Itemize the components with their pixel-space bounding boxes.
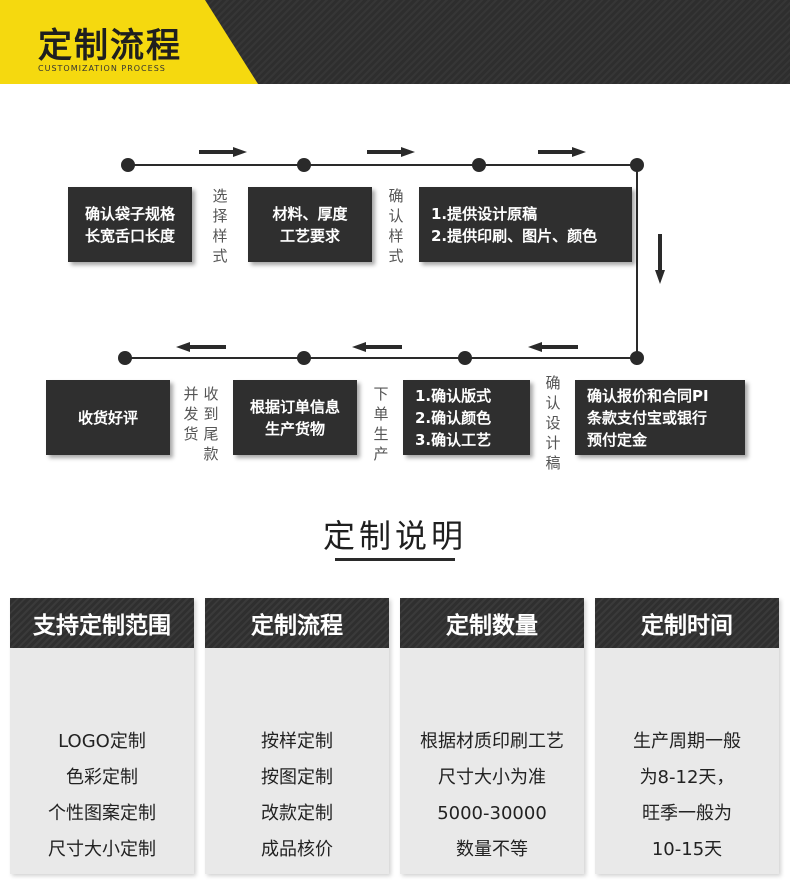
arrow-right-icon <box>199 147 247 157</box>
process-step-production: 根据订单信息 生产货物 <box>233 380 357 455</box>
card-header: 定制数量 <box>400 598 584 648</box>
card-item: 尺寸大小为准 <box>438 767 546 788</box>
flow-line-bottom <box>125 357 638 359</box>
step-text: 工艺要求 <box>279 226 340 245</box>
step-text: 收货好评 <box>77 408 138 427</box>
flow-dot <box>630 158 644 172</box>
step-text: 生产货物 <box>264 419 325 438</box>
step-text: 预付定金 <box>587 430 648 449</box>
step-text: 确认袋子规格 <box>84 204 175 223</box>
card-item: 5000-30000 <box>437 803 547 824</box>
arrow-down-icon <box>655 234 665 284</box>
arrow-left-icon <box>352 342 402 352</box>
card-item: 为8-12天， <box>639 767 735 788</box>
card-item: 按样定制 <box>261 731 333 752</box>
process-step-material: 材料、厚度 工艺要求 <box>248 187 372 262</box>
process-step-design: 1.提供设计原稿 2.提供印刷、图片、颜色 <box>419 187 632 262</box>
card-item: 数量不等 <box>456 839 528 860</box>
card-item: 按图定制 <box>261 767 333 788</box>
connector-label-choose-style: 选择样式 <box>212 187 228 265</box>
flow-line-top <box>130 164 638 166</box>
step-text: 1.确认版式 <box>415 386 492 405</box>
card-item: 色彩定制 <box>66 767 138 788</box>
flow-dot <box>458 351 472 365</box>
info-card-scope: 支持定制范围 LOGO定制 色彩定制 个性图案定制 尺寸大小定制 <box>10 598 194 874</box>
process-step-confirm: 1.确认版式 2.确认颜色 3.确认工艺 <box>403 380 530 455</box>
step-text: 3.确认工艺 <box>415 430 492 449</box>
arrow-right-icon <box>367 147 415 157</box>
step-text: 2.确认颜色 <box>415 408 492 427</box>
connector-label-payment-ship: 并发货 收到尾款 <box>183 385 219 463</box>
arrow-right-icon <box>538 147 586 157</box>
card-item: LOGO定制 <box>58 731 146 752</box>
step-text: 材料、厚度 <box>272 204 348 223</box>
info-card-process: 定制流程 按样定制 按图定制 改款定制 成品核价 <box>205 598 389 874</box>
page-title: 定制流程 <box>38 26 182 66</box>
step-text: 确认报价和合同PI <box>587 386 709 405</box>
card-header: 定制时间 <box>595 598 779 648</box>
info-card-time: 定制时间 生产周期一般 为8-12天， 旺季一般为 10-15天 <box>595 598 779 874</box>
card-item: 成品核价 <box>261 839 333 860</box>
card-item: 旺季一般为 <box>642 803 732 824</box>
arrow-left-icon <box>528 342 578 352</box>
card-item: 改款定制 <box>261 803 333 824</box>
card-item: 尺寸大小定制 <box>48 839 156 860</box>
card-item: 个性图案定制 <box>48 803 156 824</box>
page-subtitle: CUSTOMIZATION PROCESS <box>38 64 166 73</box>
step-text: 条款支付宝或银行 <box>587 408 708 427</box>
flow-line-right <box>636 164 638 359</box>
section-underline <box>335 558 455 561</box>
section-title: 定制说明 <box>322 517 467 555</box>
header-banner: 定制流程 CUSTOMIZATION PROCESS <box>0 0 790 84</box>
flow-dot <box>472 158 486 172</box>
connector-label-confirm-design: 确认设计稿 <box>545 374 561 472</box>
flow-dot <box>297 158 311 172</box>
connector-label-confirm-style: 确认样式 <box>388 187 404 265</box>
card-header: 定制流程 <box>205 598 389 648</box>
card-header: 支持定制范围 <box>10 598 194 648</box>
process-step-receive: 收货好评 <box>46 380 170 455</box>
flow-dot <box>297 351 311 365</box>
flow-dot <box>630 351 644 365</box>
flow-dot <box>118 351 132 365</box>
flow-dot <box>121 158 135 172</box>
step-text: 长宽舌口长度 <box>84 226 175 245</box>
arrow-left-icon <box>176 342 226 352</box>
process-step-specs: 确认袋子规格 长宽舌口长度 <box>68 187 192 262</box>
card-item: 根据材质印刷工艺 <box>420 731 564 752</box>
connector-label-order-production: 下单生产 <box>373 385 389 463</box>
card-item: 生产周期一般 <box>633 731 741 752</box>
step-text: 根据订单信息 <box>249 397 340 416</box>
process-step-quote: 确认报价和合同PI 条款支付宝或银行 预付定金 <box>575 380 745 455</box>
card-item: 10-15天 <box>651 839 723 860</box>
info-card-quantity: 定制数量 根据材质印刷工艺 尺寸大小为准 5000-30000 数量不等 <box>400 598 584 874</box>
step-text: 2.提供印刷、图片、颜色 <box>431 226 598 245</box>
step-text: 1.提供设计原稿 <box>431 204 538 223</box>
